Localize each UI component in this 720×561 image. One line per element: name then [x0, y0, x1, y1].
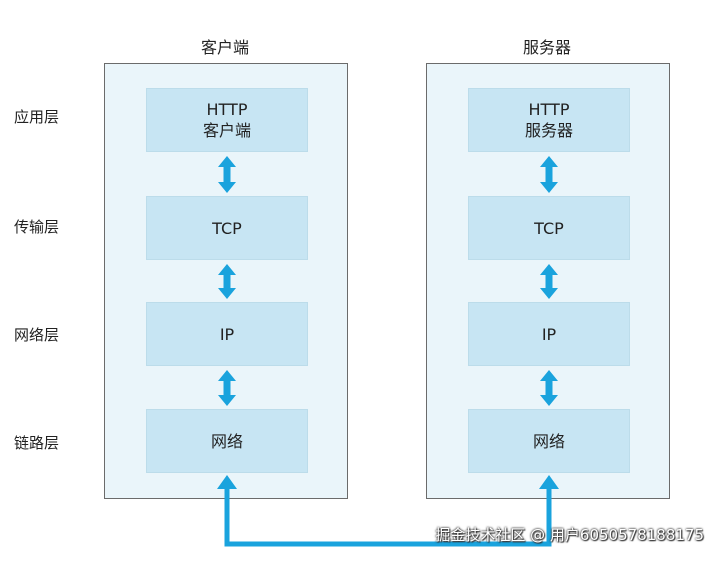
- server-network-link-arrow: [540, 370, 558, 406]
- layer-label-application: 应用层: [14, 108, 60, 126]
- layer-label-link: 链路层: [14, 434, 60, 452]
- client-application-box: HTTP 客户端: [146, 88, 308, 152]
- server-ip-label: IP: [541, 324, 557, 344]
- client-http-sublabel: 客户端: [202, 121, 251, 140]
- client-http-label: HTTP: [206, 100, 248, 119]
- client-link-box: 网络: [146, 409, 308, 473]
- server-column-title: 服务器: [522, 38, 571, 57]
- server-network-box: IP: [468, 302, 630, 366]
- server-transport-network-arrow: [540, 264, 558, 299]
- client-transport-box: TCP: [146, 196, 308, 260]
- server-http-sublabel: 服务器: [524, 121, 573, 140]
- client-tcp-label: TCP: [212, 218, 242, 238]
- client-link-arrowhead: [217, 475, 237, 489]
- server-transport-box: TCP: [468, 196, 630, 260]
- server-app-transport-arrow: [540, 156, 558, 193]
- client-column-title: 客户端: [200, 38, 249, 57]
- client-transport-network-arrow: [218, 264, 236, 299]
- client-network-box: IP: [146, 302, 308, 366]
- server-tcp-label: TCP: [534, 218, 564, 238]
- client-app-transport-arrow: [218, 156, 236, 193]
- server-link-label: 网络: [532, 431, 565, 451]
- server-application-box: HTTP 服务器: [468, 88, 630, 152]
- layer-label-transport: 传输层: [14, 218, 60, 236]
- client-network-link-arrow: [218, 370, 236, 406]
- server-link-box: 网络: [468, 409, 630, 473]
- server-link-arrowhead: [539, 475, 559, 489]
- server-http-label: HTTP: [528, 100, 570, 119]
- client-ip-label: IP: [219, 324, 235, 344]
- client-link-label: 网络: [210, 431, 243, 451]
- link-connection-line: [224, 488, 552, 547]
- layer-label-network: 网络层: [14, 326, 60, 344]
- watermark: 掘金技术社区 @ 用户6050578188175: [435, 526, 704, 544]
